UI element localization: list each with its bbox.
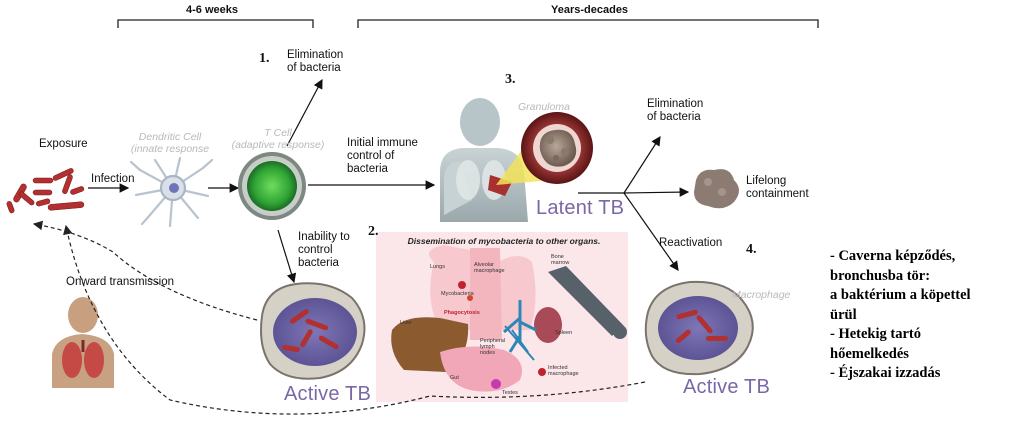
organ-label-testes: Testes <box>502 390 518 396</box>
organ-label-gut: Gut <box>450 375 459 381</box>
organ-label-mycobacteria: Mycobacteria <box>441 291 474 297</box>
active-tb-label-left: Active TB <box>284 383 372 405</box>
onward-transmission-label: Onward transmission <box>66 276 175 288</box>
arrow-to-active-left <box>277 229 297 284</box>
active-tb-cell-right-icon <box>644 280 754 376</box>
step-number-3: 3. <box>505 72 516 87</box>
side-note-line: a baktérium a köpettel <box>830 287 971 303</box>
step-number-2: 2. <box>368 224 379 239</box>
side-notes: - Caverna képződés, bronchusba tör: a ba… <box>830 247 971 384</box>
side-note-line: - Caverna képződés, <box>830 248 956 264</box>
lifelong-granuloma-icon <box>694 169 739 209</box>
timeline-bracket-years-decades <box>357 19 819 28</box>
dissemination-title: Dissemination of mycobacteria to other o… <box>407 236 601 246</box>
organ-label-liver: Liver <box>400 320 412 326</box>
organ-label-lungs: Lungs <box>430 264 445 270</box>
active-tb-cell-left-icon <box>260 282 366 380</box>
macrophage-label: Macrophage <box>732 289 791 301</box>
exposure-label: Exposure <box>39 138 88 150</box>
side-note-line: ürül <box>830 306 857 323</box>
reactivation-label: Reactivation <box>659 237 723 249</box>
arrow-to-lifelong <box>623 187 690 197</box>
step-number-1: 1. <box>259 51 270 66</box>
dashed-arrow-left-to-exposure <box>32 220 258 321</box>
arrow-to-elimination-1 <box>286 78 323 147</box>
t-cell-icon <box>238 152 306 220</box>
active-tb-label-right: Active TB <box>683 376 771 398</box>
side-note-line: bronchusba tör: <box>830 267 931 284</box>
granuloma-icon <box>521 112 593 184</box>
human-torso-latent-icon <box>440 98 528 222</box>
dissemination-panel <box>376 232 628 402</box>
phase-label-years-decades: Years-decades <box>551 4 629 16</box>
side-note-line: - Éjszakai izzadás <box>830 365 941 381</box>
bacteria-cluster-icon <box>6 168 85 214</box>
human-person-icon <box>52 297 114 388</box>
organ-label-phagocytosis: Phagocytosis <box>444 310 480 316</box>
infection-label: Infection <box>91 173 135 185</box>
side-note-line: - Hetekig tartó <box>830 326 921 342</box>
dendritic-cell-icon <box>129 156 214 228</box>
organ-label-spleen: Spleen <box>555 330 573 336</box>
timeline-bracket-4-6-weeks <box>117 19 314 28</box>
side-note-line: hőemelkedés <box>830 345 909 362</box>
step-number-4: 4. <box>746 242 757 257</box>
dendritic-cell-label: Dendritic Cell(innate response <box>130 131 210 155</box>
arrow-to-elimination-2 <box>623 135 661 194</box>
t-cell-label: T Cell(adaptive response) <box>231 127 325 151</box>
phase-label-4-6-weeks: 4-6 weeks <box>186 4 238 16</box>
arrow-to-reactivation <box>623 192 679 271</box>
granuloma-label: Granuloma <box>518 101 570 113</box>
latent-tb-label: Latent TB <box>536 197 625 219</box>
